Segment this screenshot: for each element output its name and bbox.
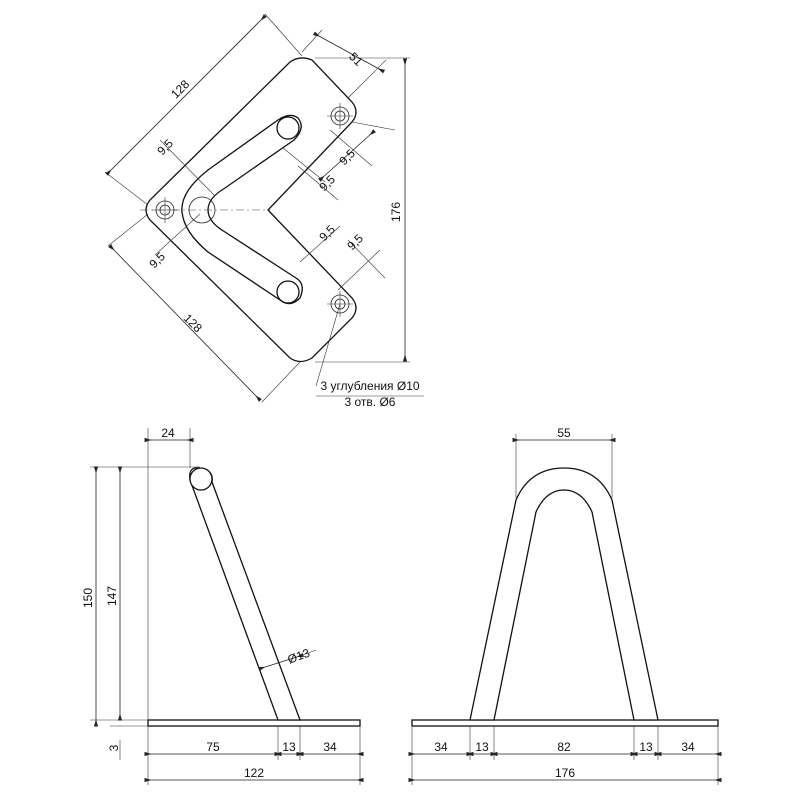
- top-rod-end-upper: [276, 116, 300, 140]
- dim-base-mid: 13: [282, 740, 296, 754]
- dim-seg1: 34: [434, 740, 448, 754]
- dim-offset-b: 9,5: [336, 146, 358, 168]
- dim-rod-height: 147: [105, 586, 119, 606]
- top-view: 128 51 176 128 9,5 9,5 9,5 9,5 9,5 9,5: [104, 13, 424, 409]
- top-center-circle: [188, 196, 216, 224]
- side-rod: [189, 467, 301, 721]
- front-base-plate: [411, 719, 719, 727]
- dim-side-upper-line: [105, 14, 267, 176]
- dim-seg4: 13: [639, 740, 653, 754]
- dim-top-width: 55: [557, 426, 571, 440]
- dim-plate-thickness: 3: [107, 744, 121, 751]
- dim-offset-f: 9,5: [344, 231, 366, 253]
- dim-side-upper: 128: [168, 77, 192, 101]
- dim-top-offset: 24: [161, 426, 175, 440]
- dim-offset-a: 9,5: [154, 136, 176, 158]
- dim-seg3: 82: [557, 740, 571, 754]
- dim-offset-e: 9,5: [316, 222, 338, 244]
- dim-offset-d: 9,5: [146, 249, 168, 271]
- dim-seg5: 34: [681, 740, 695, 754]
- note-holes: 3 отв. Ø6: [345, 395, 396, 409]
- dim-base-total: 122: [244, 766, 264, 780]
- dim-rod-diameter: Ø13: [286, 646, 312, 667]
- dim-height: 176: [389, 202, 403, 222]
- side-rod-top: [189, 467, 213, 491]
- dim-base-right: 34: [323, 740, 337, 754]
- side-view: 24 150 147 3 Ø13 75 13 34 122: [81, 426, 364, 785]
- top-rod-end-lower: [276, 280, 300, 304]
- hole-left: [152, 197, 178, 223]
- dim-side-lower-line: [108, 244, 262, 402]
- dim-total-height: 150: [81, 588, 95, 608]
- dim-side-lower: 128: [181, 311, 205, 335]
- front-view: 55 34 13 82 13 34 176: [408, 426, 722, 785]
- note-recess: 3 углубления Ø10: [320, 379, 419, 393]
- dim-hole-to-edge-line: [312, 31, 386, 74]
- front-rod: [469, 467, 659, 721]
- dim-total: 176: [555, 766, 575, 780]
- dim-base-left: 75: [206, 740, 220, 754]
- side-base-plate: [147, 719, 361, 727]
- hole-upper: [327, 103, 353, 129]
- dim-seg2: 13: [475, 740, 489, 754]
- top-plate-outline: [145, 57, 357, 363]
